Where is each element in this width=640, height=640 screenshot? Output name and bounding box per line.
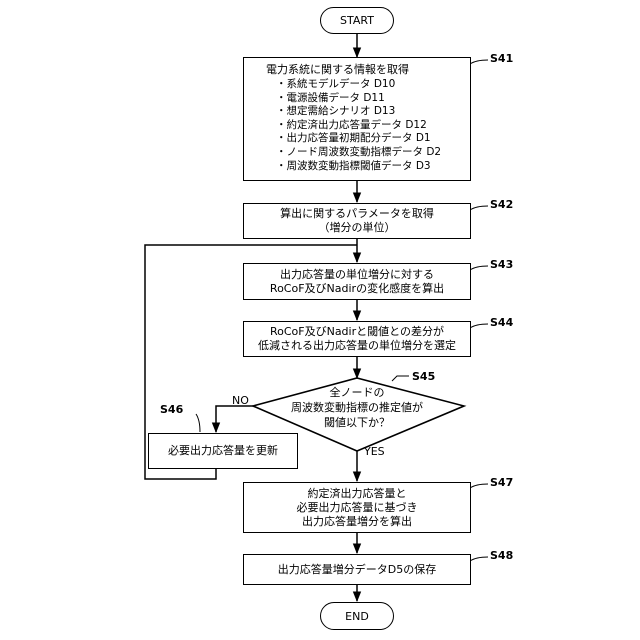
s41-item: 想定需給シナリオ D13 [276,105,470,119]
s41-item: 出力応答量初期配分データ D1 [276,132,470,146]
s41-item: 約定済出力応答量データ D12 [276,119,470,133]
s43-line2: RoCoF及びNadirの変化感度を算出 [270,282,444,296]
step-label-s43: S43 [490,258,513,271]
step-s47-box: 約定済出力応答量と 必要出力応答量に基づき 出力応答量増分を算出 [243,482,471,533]
s45-leader-line [392,376,409,381]
end-terminal: END [320,602,394,630]
s41-item-list: 系統モデルデータ D10 電源設備データ D11 想定需給シナリオ D13 約定… [266,78,470,173]
s41-title: 電力系統に関する情報を取得 [266,63,470,77]
s42-leader-line [470,206,488,210]
start-label: START [340,14,374,27]
s43-leader-line [470,266,488,270]
step-s46-box: 必要出力応答量を更新 [148,433,298,469]
s41-item: 周波数変動指標閾値データ D3 [276,160,470,174]
s45-line1: 全ノードの [277,385,437,400]
step-s48-box: 出力応答量増分データD5の保存 [243,554,471,585]
arrow-s45-s46-no [216,406,253,432]
step-label-s44: S44 [490,316,513,329]
step-s42-box: 算出に関するパラメータを取得 （増分の単位） [243,203,471,239]
s44-leader-line [470,324,488,328]
s41-leader-line [470,60,488,64]
s46-text: 必要出力応答量を更新 [168,444,278,458]
s47-line3: 出力応答量増分を算出 [302,515,412,529]
step-s43-box: 出力応答量の単位増分に対する RoCoF及びNadirの変化感度を算出 [243,263,471,300]
s48-leader-line [470,557,488,561]
s41-item: 電源設備データ D11 [276,92,470,106]
s45-line2: 周波数変動指標の推定値が [277,400,437,415]
step-label-s47: S47 [490,476,513,489]
step-label-s45: S45 [412,370,435,383]
step-label-s48: S48 [490,549,513,562]
s41-item: ノード周波数変動指標データ D2 [276,146,470,160]
s41-item: 系統モデルデータ D10 [276,78,470,92]
s46-leader-line [196,414,200,432]
s48-text: 出力応答量増分データD5の保存 [278,563,436,577]
s43-line1: 出力応答量の単位増分に対する [280,268,434,282]
end-label: END [345,610,369,623]
step-label-s46: S46 [160,403,183,416]
step-label-s42: S42 [490,198,513,211]
s47-leader-line [470,484,488,488]
step-s44-box: RoCoF及びNadirと閾値との差分が 低減される出力応答量の単位増分を選定 [243,321,471,357]
branch-yes-label: YES [364,445,385,458]
s47-line1: 約定済出力応答量と [308,487,407,501]
branch-no-label: NO [232,394,249,407]
s47-line2: 必要出力応答量に基づき [297,501,418,515]
step-s41-box: 電力系統に関する情報を取得 系統モデルデータ D10 電源設備データ D11 想… [243,57,471,181]
s45-line3: 閾値以下か？ [277,415,437,430]
s42-line1: 算出に関するパラメータを取得 [280,207,434,221]
decision-s45-text: 全ノードの 周波数変動指標の推定値が 閾値以下か？ [277,385,437,430]
s44-line2: 低減される出力応答量の単位増分を選定 [258,339,456,353]
step-label-s41: S41 [490,52,513,65]
start-terminal: START [320,7,394,34]
s42-line2: （増分の単位） [319,221,396,235]
s44-line1: RoCoF及びNadirと閾値との差分が [270,325,444,339]
